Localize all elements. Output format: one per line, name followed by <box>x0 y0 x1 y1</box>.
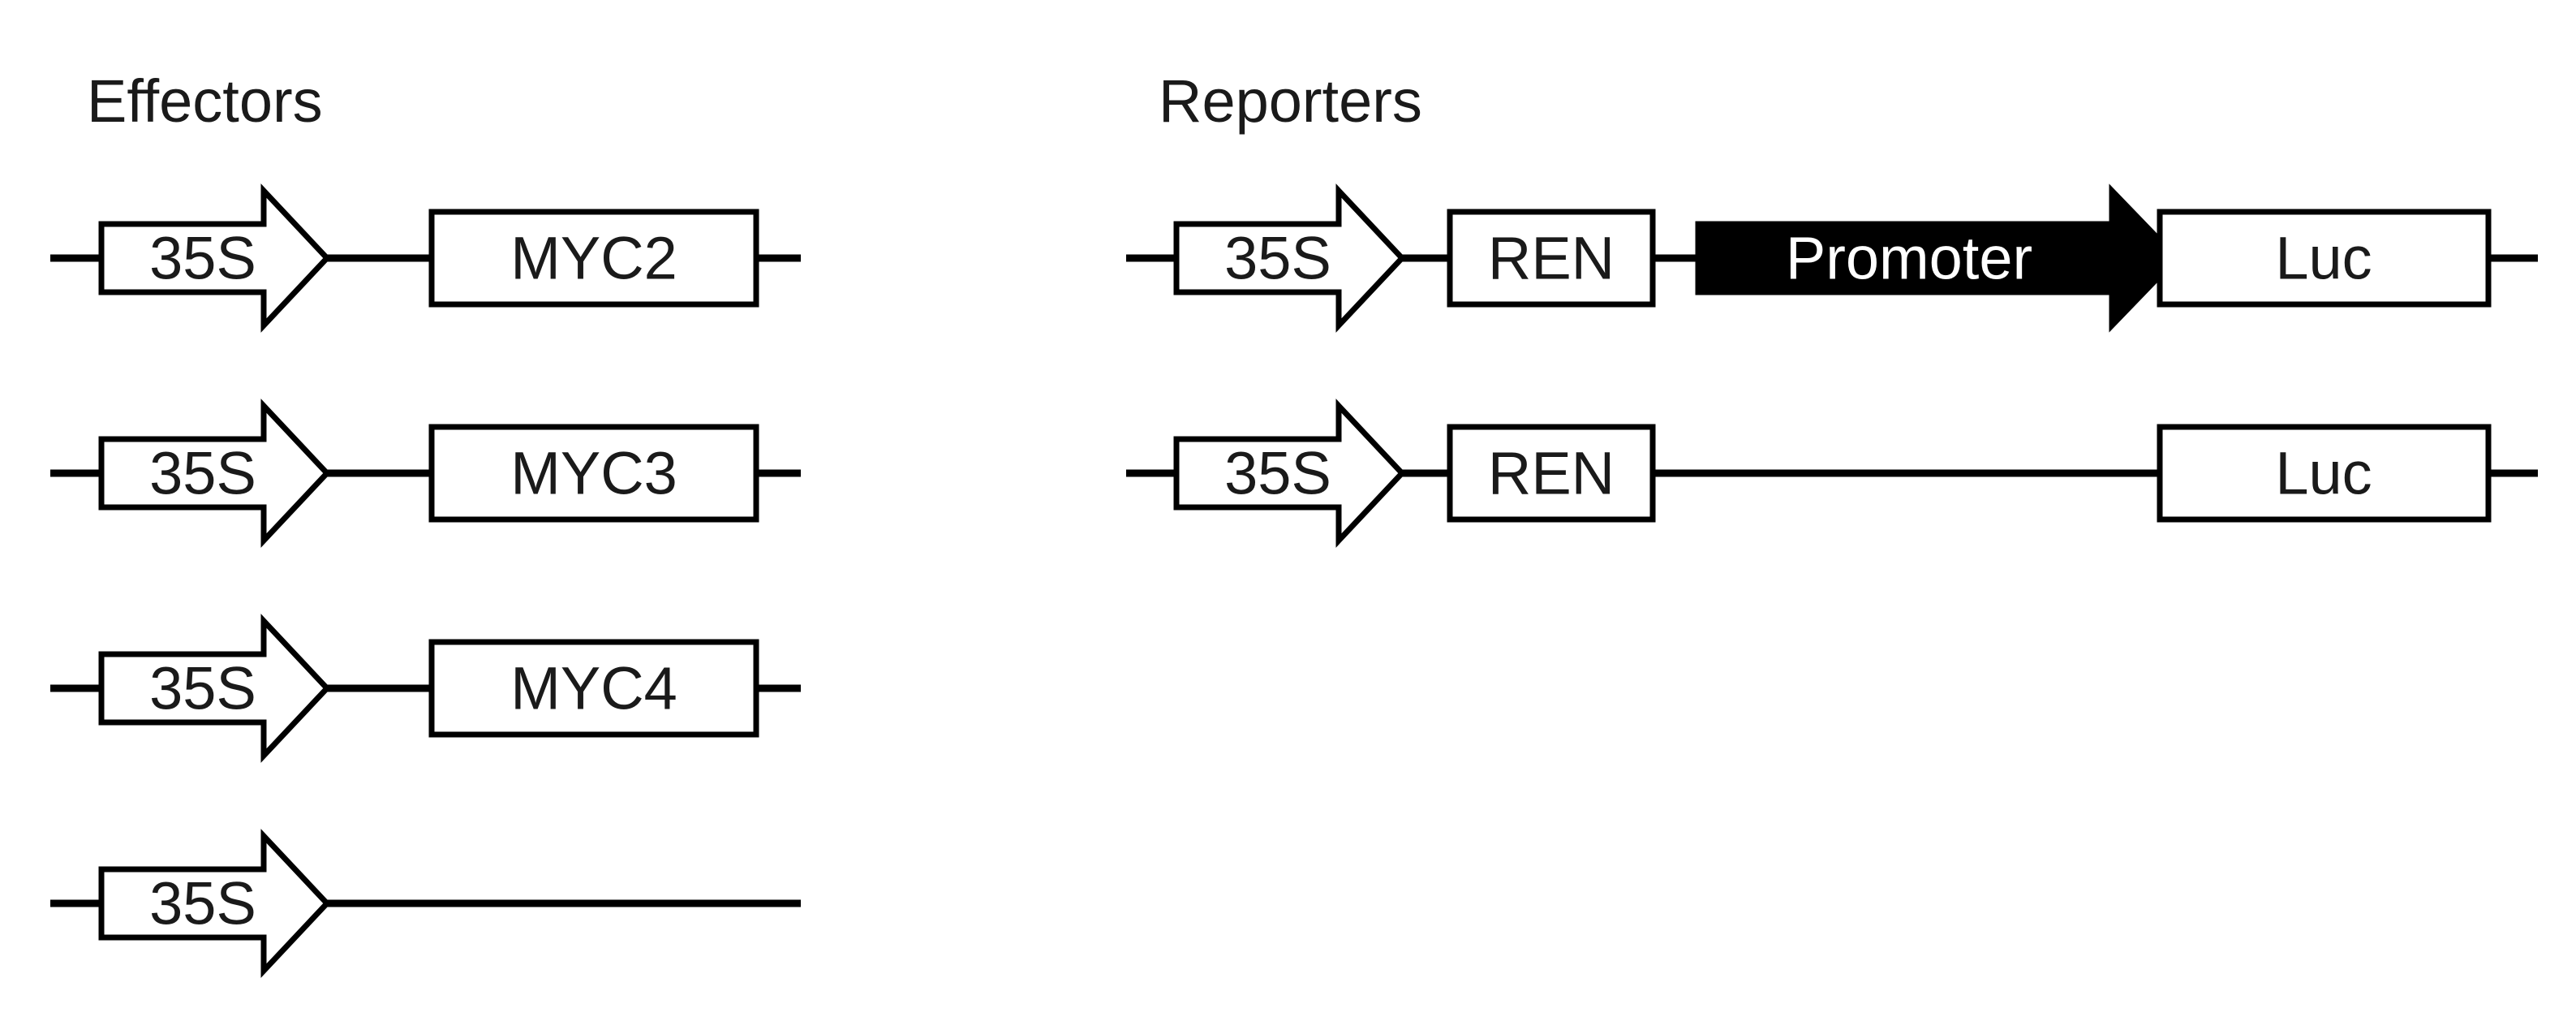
luc-label: Luc <box>2275 225 2372 292</box>
ren-box <box>1447 424 1656 523</box>
promoter-35s-arrow <box>98 183 331 333</box>
promoter-label: 35S <box>149 655 256 722</box>
ren-label: REN <box>1488 225 1615 292</box>
promoter-label: 35S <box>149 870 256 937</box>
effector-construct: 35S MYC4 <box>50 614 801 763</box>
gene-label: MYC3 <box>510 440 677 507</box>
promoter-label: 35S <box>1224 225 1331 292</box>
effector-construct: 35S MYC3 <box>50 399 801 548</box>
promoter-35s-arrow <box>1173 183 1406 333</box>
luc-box <box>2157 424 2492 523</box>
effector-construct: 35S <box>50 829 801 978</box>
gene-box <box>428 209 759 308</box>
ren-label: REN <box>1488 440 1615 507</box>
promoter-label: 35S <box>149 225 256 292</box>
promoter-35s-arrow <box>98 829 331 978</box>
luc-label: Luc <box>2275 440 2372 507</box>
promoter-label: 35S <box>149 440 256 507</box>
effectors-group: 35S MYC2 35S MYC3 35S MYC4 35S <box>50 183 801 978</box>
gene-box <box>428 424 759 523</box>
reporter-construct: 35S REN Luc <box>1126 399 2538 548</box>
promoter-35s-arrow <box>98 399 331 548</box>
ren-box <box>1447 209 1656 308</box>
promoter-35s-arrow <box>1173 399 1406 548</box>
reporters-heading: Reporters <box>1159 67 1422 135</box>
gene-label: MYC2 <box>510 225 677 292</box>
gene-label: MYC4 <box>510 655 677 722</box>
luc-box <box>2157 209 2492 308</box>
gene-box <box>428 639 759 738</box>
test-promoter-label: Promoter <box>1786 225 2032 292</box>
test-promoter-arrow <box>1695 183 2181 333</box>
reporter-construct: 35S REN Promoter Luc <box>1126 183 2538 333</box>
promoter-label: 35S <box>1224 440 1331 507</box>
effector-construct: 35S MYC2 <box>50 183 801 333</box>
promoter-35s-arrow <box>98 614 331 763</box>
effectors-heading: Effectors <box>87 67 323 135</box>
